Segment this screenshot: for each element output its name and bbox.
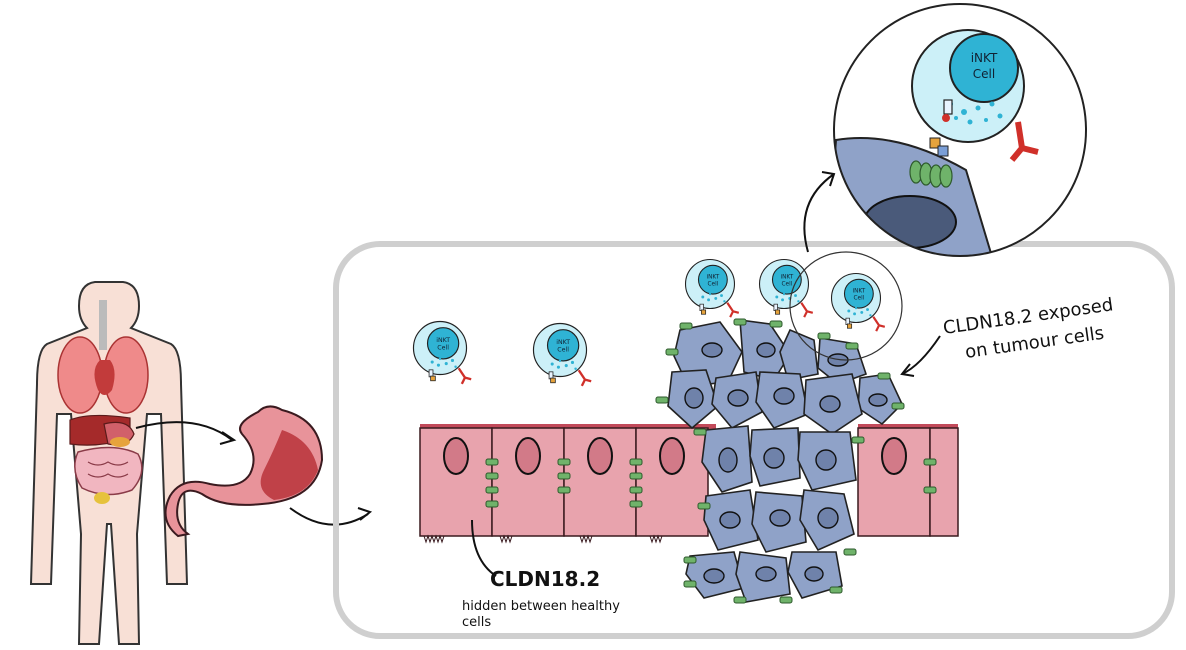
- zoom-inkt-nucleus: [949, 33, 1019, 103]
- focus-circle: [789, 251, 903, 361]
- arrow-head: [219, 431, 237, 445]
- intestines: [74, 446, 143, 496]
- zoom-inset: iNKT Cell: [833, 3, 1087, 257]
- arrow-head: [821, 171, 836, 187]
- inkt-cell-3: iNKT Cell: [684, 258, 740, 319]
- inkt-label-line1: iNKT: [436, 337, 450, 344]
- zoom-tumour-nucleus: [863, 195, 957, 249]
- zoom-cd1d-orange: [929, 137, 941, 149]
- human-body-illustration: [29, 281, 189, 645]
- inkt-label-line2: Cell: [437, 345, 449, 352]
- zoom-label-line2: Cell: [973, 67, 995, 81]
- arrow-head: [357, 507, 373, 521]
- inkt-label-line2: Cell: [854, 295, 865, 301]
- stomach-illustration: [164, 405, 324, 538]
- healthy-epithelium-right: [857, 424, 959, 537]
- zoom-label-line1: iNKT: [971, 51, 998, 65]
- gallbladder: [110, 437, 130, 447]
- healthy-epithelium-left: [419, 424, 716, 544]
- tissue-panel-frame: [333, 241, 1175, 639]
- tumour-nuclei: [684, 342, 888, 584]
- tumour-cell: [779, 328, 819, 381]
- inkt-cell-1: iNKT Cell: [412, 320, 473, 386]
- inkt-cell-4: iNKT Cell: [758, 258, 814, 319]
- zoom-tcr: [943, 99, 953, 115]
- inkt-label-line1: iNKT: [781, 274, 794, 280]
- arrow-head: [900, 363, 915, 377]
- zoom-cd1d-blue: [937, 145, 949, 157]
- inkt-label-line1: iNKT: [556, 339, 570, 346]
- zoom-receptor: [1009, 121, 1039, 162]
- pointer-hidden: [471, 519, 497, 577]
- inkt-label-line2: Cell: [557, 347, 569, 354]
- arrow-stomach-to-panel: [289, 507, 369, 526]
- heart: [94, 360, 115, 395]
- arrow-body-to-stomach: [135, 421, 233, 441]
- cldn-hidden-sub1: hidden between healthy: [462, 599, 620, 614]
- cldn-hidden-sub2: cells: [462, 615, 491, 630]
- intestines-coils: [87, 461, 129, 478]
- inkt-label-line1: iNKT: [853, 288, 866, 294]
- inkt-cell-2: iNKT Cell: [532, 322, 593, 388]
- bladder: [94, 492, 110, 504]
- arrow-to-zoom: [803, 173, 835, 253]
- inkt-label-line2: Cell: [708, 281, 719, 287]
- zoom-tcr-red: [942, 114, 950, 122]
- pointer-exposed: [901, 335, 941, 375]
- zoom-claudins: [909, 160, 953, 188]
- inkt-label-line1: iNKT: [707, 274, 720, 280]
- inkt-label-line2: Cell: [782, 281, 793, 287]
- cldn-hidden-title: CLDN18.2: [490, 567, 600, 591]
- inkt-cell-5: iNKT Cell: [830, 272, 886, 333]
- stomach-tumour-region: [260, 430, 318, 500]
